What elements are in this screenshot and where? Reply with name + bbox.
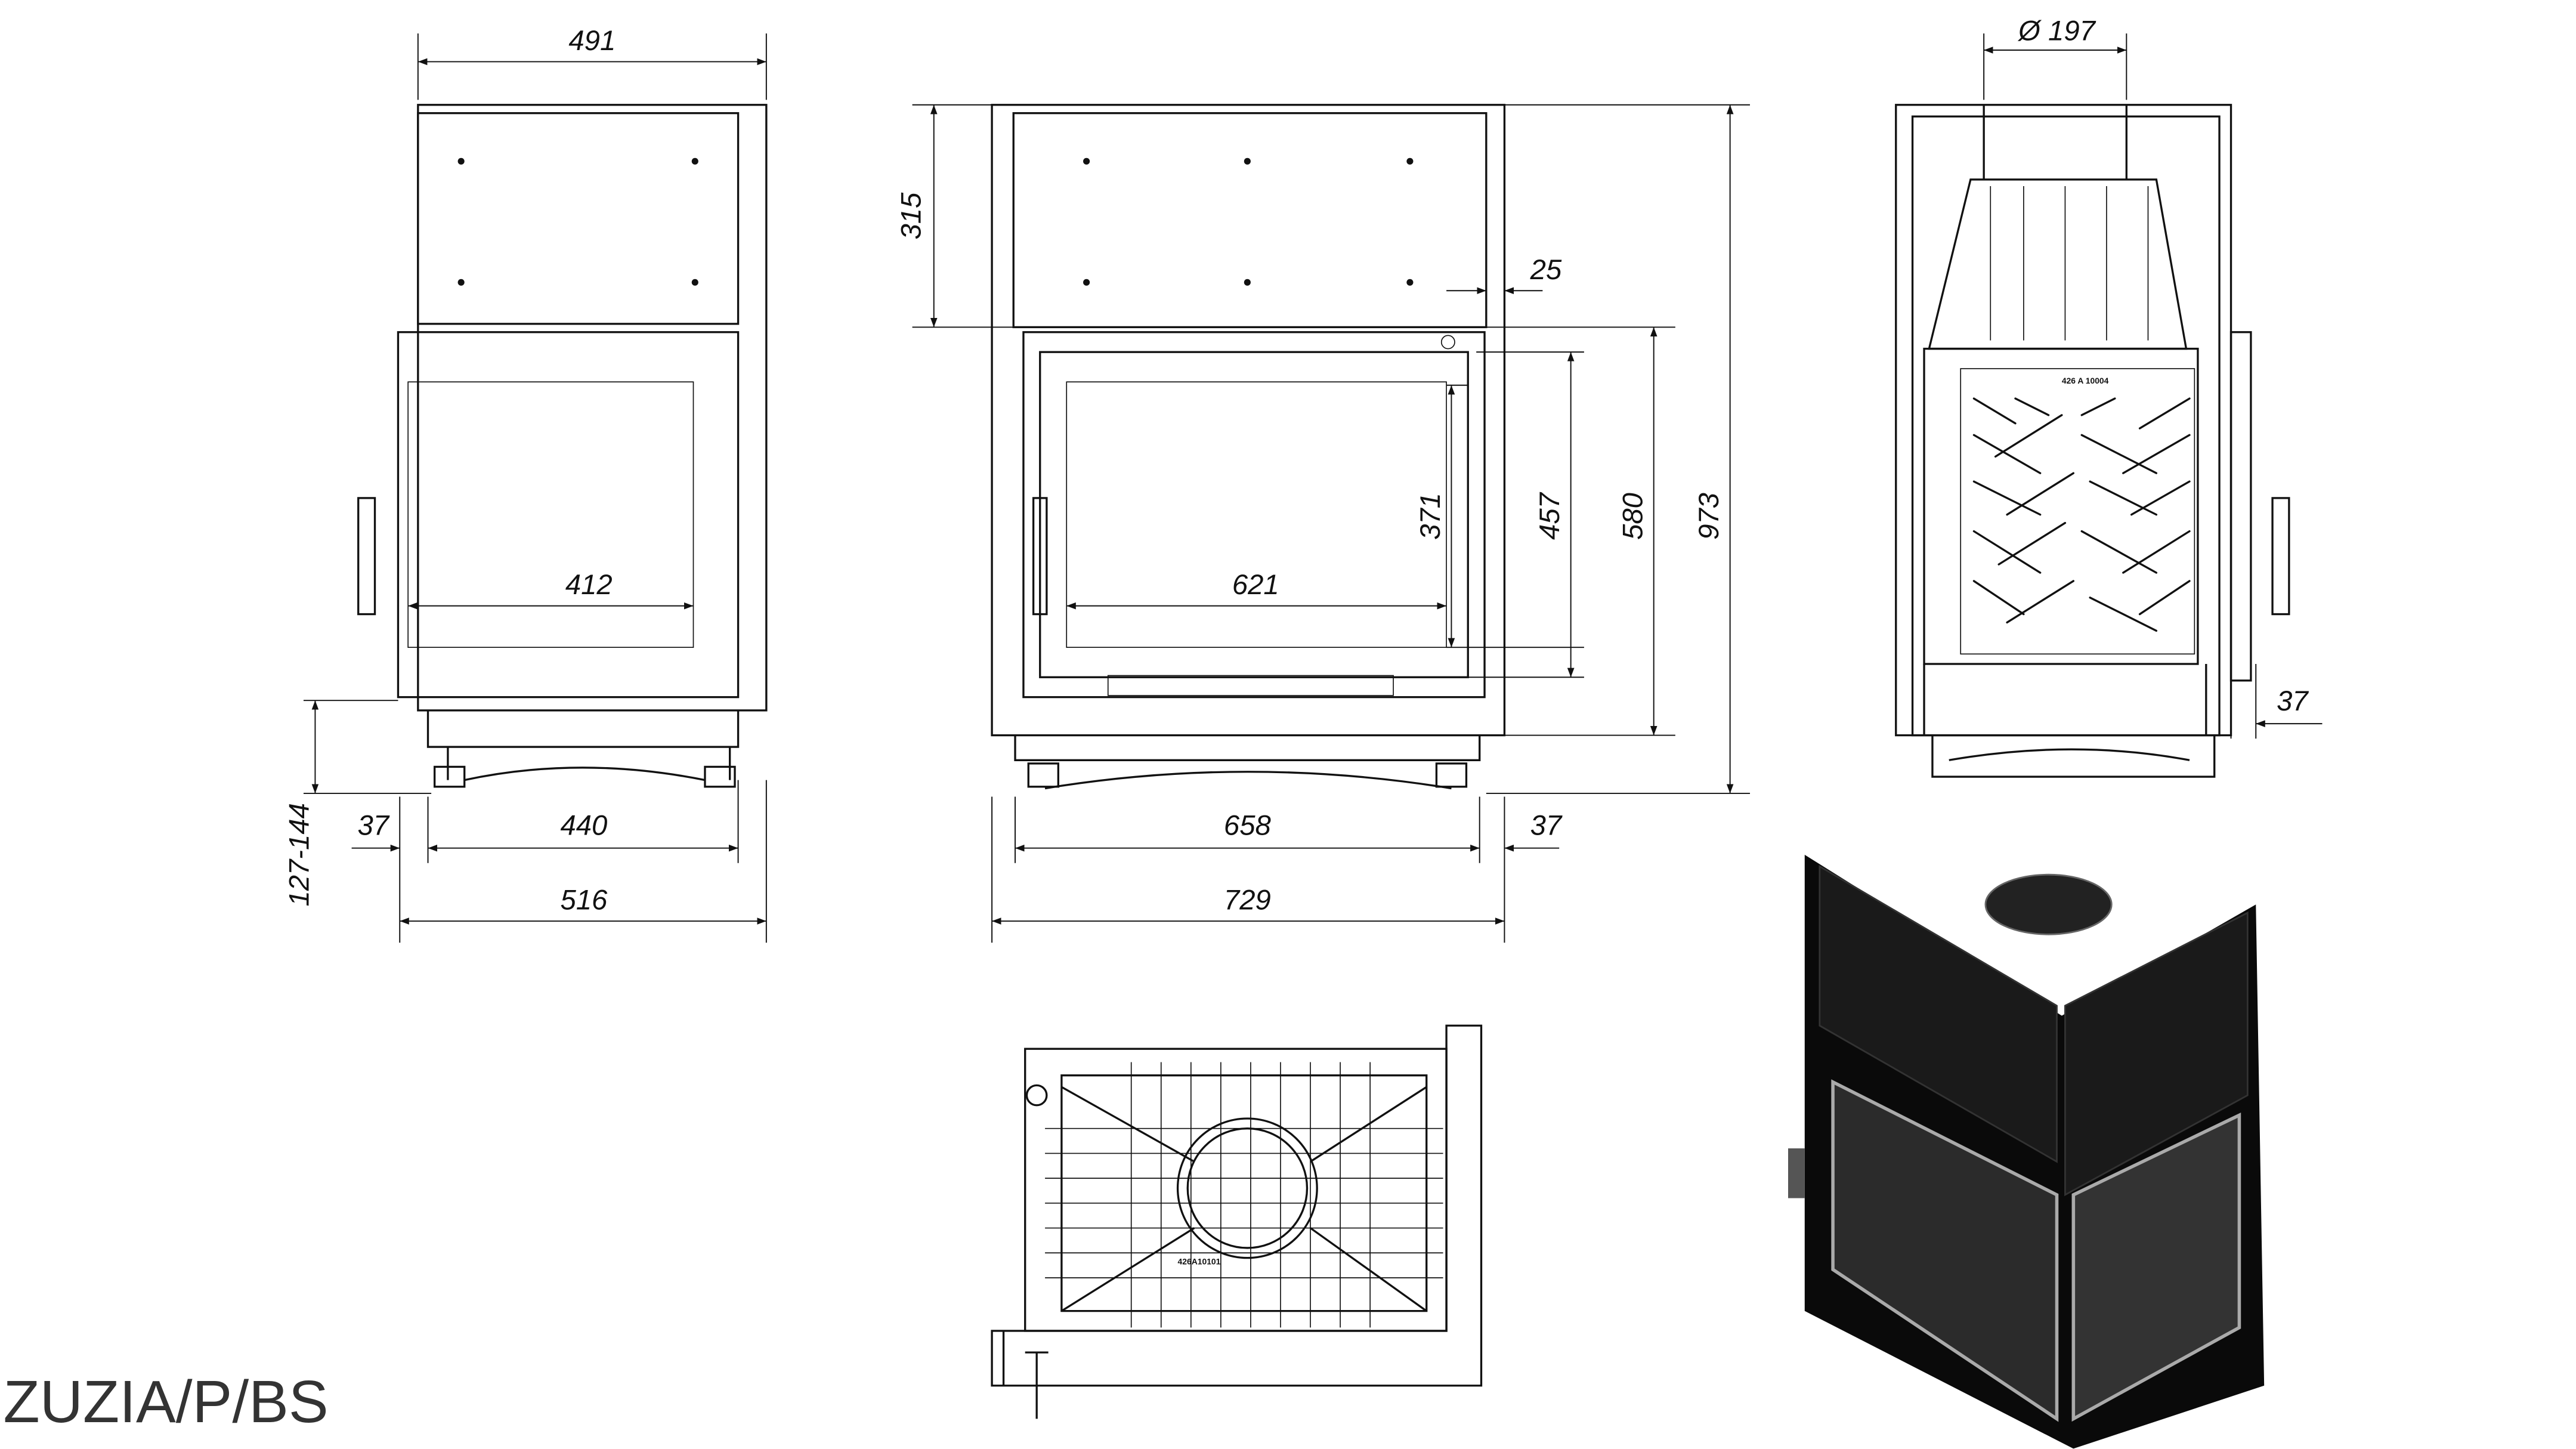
- dim-door-height: 457: [1534, 492, 1566, 540]
- dim-side-width-top: 491: [568, 25, 616, 57]
- dim-flue-diameter: Ø 197: [2017, 15, 2096, 47]
- dim-front-glass-width: 621: [1232, 569, 1279, 601]
- dim-leg-height: 127-144: [283, 803, 315, 906]
- dim-body-height: 580: [1617, 493, 1649, 540]
- dim-width-inner: 658: [1224, 810, 1272, 841]
- dim-side-offset: 37: [357, 810, 389, 841]
- dim-width-total: 729: [1224, 885, 1271, 916]
- model-title: ZUZIA/P/BS: [4, 1368, 329, 1435]
- bottom-plate-code: 426A10101: [1178, 1257, 1221, 1266]
- side-view: 491 412 440 37 516 127-144: [283, 25, 768, 943]
- back-plate-code: 426 A 10004: [2062, 376, 2109, 385]
- dim-glass-height: 371: [1415, 493, 1446, 540]
- bottom-view: 426A10101: [991, 1024, 1483, 1419]
- front-view: 315 25 371 457 580 973 621 658 37 729: [895, 104, 1751, 943]
- dim-side-depth-total: 516: [560, 885, 608, 916]
- render-3d: [1788, 854, 2265, 1449]
- dim-back-offset: 37: [2277, 685, 2309, 717]
- dim-front-offset: 37: [1530, 810, 1563, 841]
- dim-side-depth-inner: 440: [560, 810, 607, 841]
- dim-side-glass-width: 412: [565, 569, 613, 601]
- dim-offset-top: 25: [1530, 254, 1562, 286]
- back-view: 426 A 10004 Ø 197 37: [1895, 15, 2323, 778]
- dim-total-height: 973: [1693, 493, 1725, 540]
- dim-top-height: 315: [895, 192, 927, 240]
